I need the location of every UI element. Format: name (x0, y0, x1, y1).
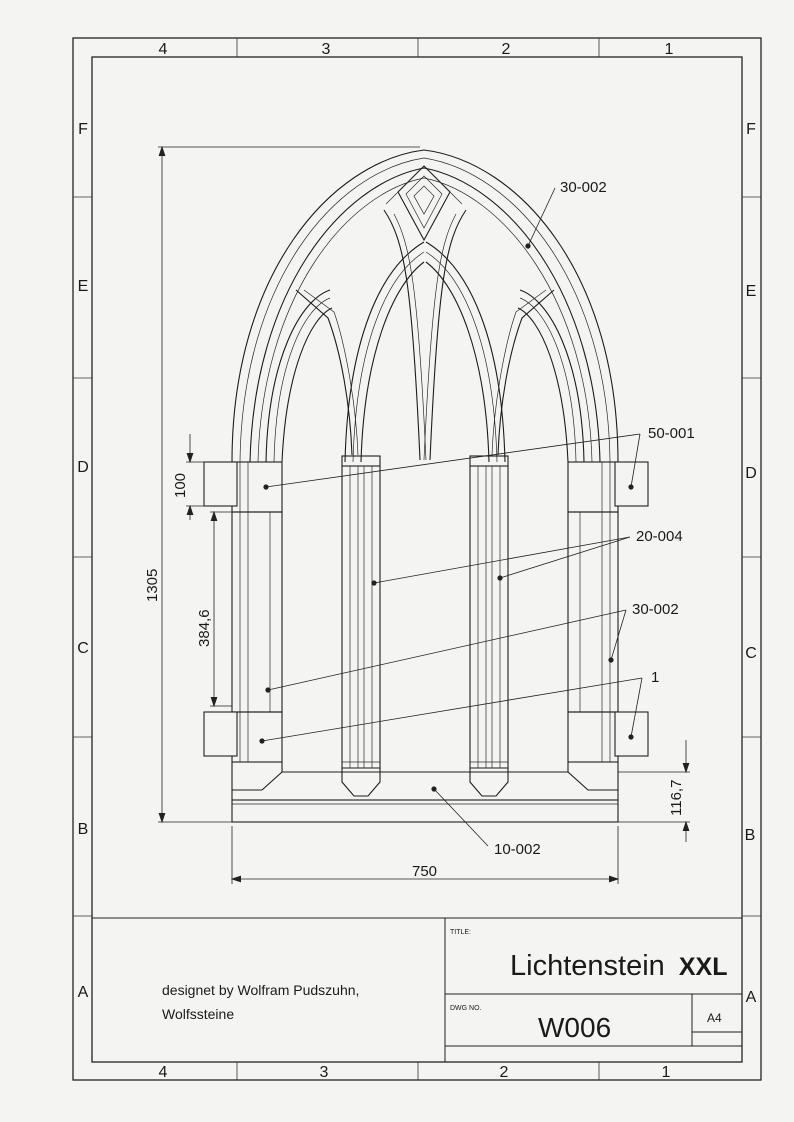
zone-col-4-bottom: 4 (159, 1064, 168, 1081)
zone-row-b-left: B (78, 821, 89, 838)
callout-labels: 30-002 50-001 20-004 30-002 1 10-002 (494, 179, 695, 858)
callout-base: 10-002 (494, 841, 541, 858)
dim-overall-width: 750 (412, 863, 437, 880)
outer-arch-inner-1 (239, 157, 611, 463)
mullion-right (469, 455, 509, 797)
leader-lines (259, 187, 643, 847)
right-jamb (567, 461, 619, 791)
dwg-label: DWG NO. (450, 1005, 482, 1012)
zone-col-3-bottom: 3 (320, 1064, 329, 1081)
dim-base-height: 116,7 (668, 780, 685, 816)
zone-row-e-right: E (746, 283, 757, 300)
title-block (92, 917, 742, 1062)
zone-col-1-bottom: 1 (662, 1064, 671, 1081)
dimension-lines (158, 145, 690, 884)
zone-col-4-top: 4 (159, 41, 168, 58)
zone-col-2-top: 2 (502, 41, 511, 58)
mullion-left (341, 455, 381, 797)
title-label: TITLE: (450, 929, 471, 936)
outer-arch-inner-2 (249, 167, 601, 463)
dwg-number: W006 (538, 1012, 611, 1043)
zone-row-a-left: A (78, 984, 89, 1001)
title-suffix: XXL (679, 953, 728, 981)
zone-col-3-top: 3 (322, 41, 331, 58)
dim-band-height: 100 (172, 473, 189, 498)
zone-row-d-right: D (745, 465, 757, 482)
keystone (385, 165, 463, 242)
zone-row-f-left: F (78, 121, 88, 138)
left-lancet (265, 241, 425, 463)
zone-ticks (73, 38, 761, 1080)
sill-base (231, 771, 619, 823)
right-lancet (425, 241, 585, 463)
inner-border (91, 56, 743, 1063)
zone-row-f-right: F (746, 121, 756, 138)
title-name: Lichtenstein (510, 950, 665, 982)
callout-jambs: 30-002 (632, 601, 679, 618)
callout-mullions: 20-004 (636, 528, 683, 545)
zone-row-c-left: C (77, 640, 89, 657)
zone-row-e-left: E (78, 278, 89, 295)
center-tracery (383, 209, 467, 461)
title-main: Lichtenstein XXL (510, 950, 727, 982)
outer-arch-inner-3 (257, 177, 593, 463)
dim-pillar-segment: 384,6 (196, 609, 213, 647)
credit-line-2: Wolfssteine (162, 1006, 234, 1022)
left-band-upper (203, 461, 238, 507)
zone-labels: 4 3 2 1 4 3 2 1 F E D C B A F E D C B A (77, 41, 757, 1081)
zone-col-1-top: 1 (665, 41, 674, 58)
callout-arch-top: 30-002 (560, 179, 607, 196)
zone-col-2-bottom: 2 (500, 1064, 509, 1081)
zone-row-b-right: B (745, 827, 756, 844)
left-jamb (231, 461, 283, 791)
sheet-size: A4 (707, 1011, 722, 1025)
outer-border (72, 37, 762, 1081)
zone-row-d-left: D (77, 459, 89, 476)
outer-arch (231, 149, 619, 463)
callout-bands: 50-001 (648, 425, 695, 442)
credit-line-1: designet by Wolfram Pudszuhn, (162, 982, 359, 998)
dimension-texts: 1305 100 384,6 116,7 750 (144, 473, 685, 880)
dim-overall-height: 1305 (144, 569, 161, 602)
zone-row-a-right: A (746, 989, 757, 1006)
zone-row-c-right: C (745, 645, 757, 662)
left-band-lower (203, 711, 238, 757)
callout-lower: 1 (651, 669, 659, 686)
